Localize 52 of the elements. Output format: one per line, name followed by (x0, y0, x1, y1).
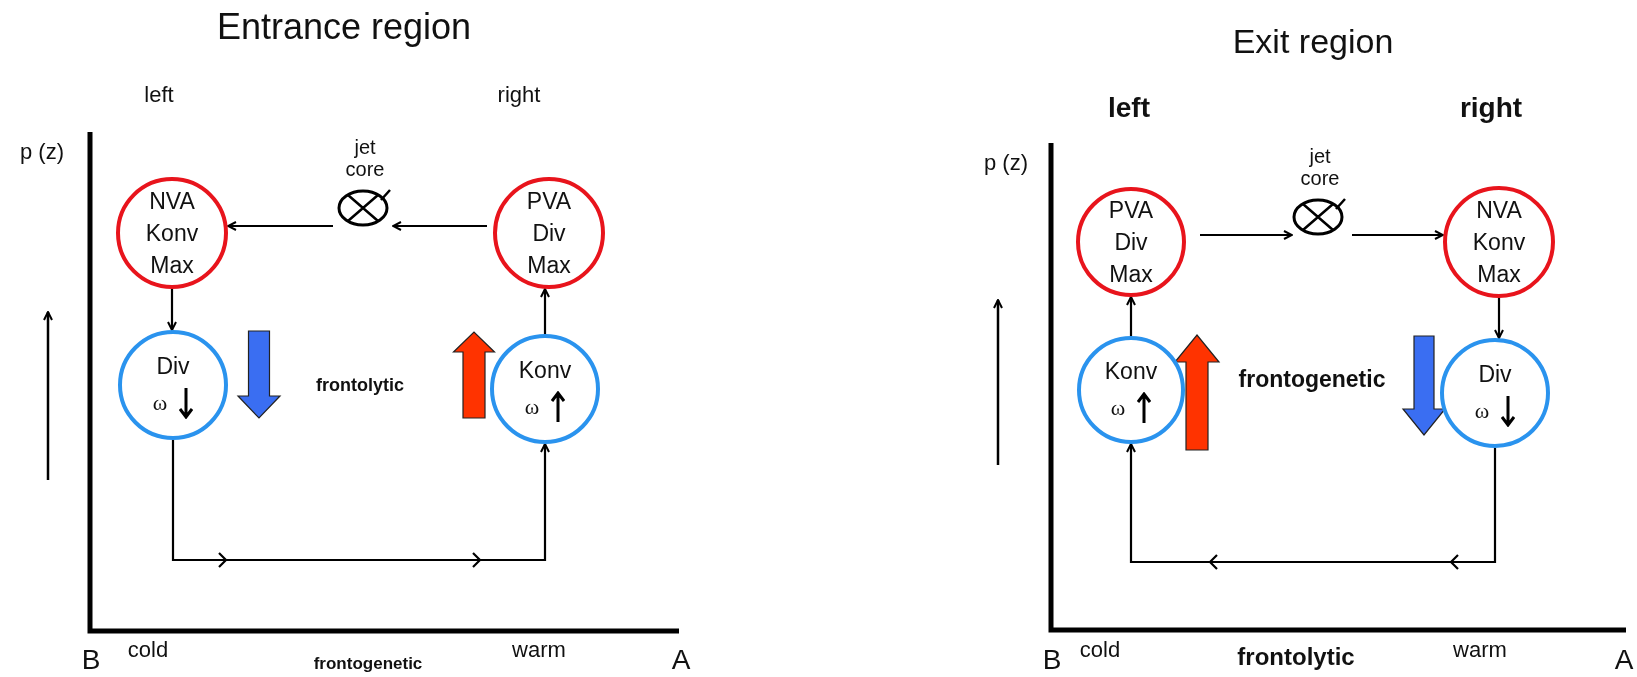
node-label: jet core (1299, 145, 1341, 189)
upper-level-circle (116, 177, 228, 289)
lower-level-circle (1440, 338, 1550, 448)
omega-symbol: ω (524, 394, 540, 420)
panel-title: Entrance region (216, 7, 472, 47)
arrow (1352, 230, 1444, 240)
axis-label: frontogenetic (1238, 367, 1386, 393)
node-label: Div (155, 352, 191, 381)
upper-level-circle (1443, 186, 1555, 298)
axis-label: warm (1453, 637, 1507, 663)
node-label: Konv (1103, 357, 1159, 386)
arrow (1126, 442, 1497, 571)
arrow (1126, 296, 1136, 336)
axis-label: right (497, 82, 541, 108)
upper-level-circle (493, 177, 605, 289)
node-label: Konv (517, 356, 573, 385)
axis-label: B (1042, 644, 1062, 676)
axis-label: cold (1079, 637, 1121, 663)
node-label: NVA Konv Max (144, 187, 200, 280)
omega-symbol: ω (1110, 395, 1126, 421)
arrow (227, 221, 333, 231)
node-label: Div (1477, 360, 1513, 389)
arrow (167, 289, 177, 331)
axis-label: frontogenetic (313, 654, 423, 674)
arrow (171, 438, 550, 569)
axis-label: left (1108, 92, 1150, 124)
axis-label: p (z) (984, 150, 1028, 176)
node-label: PVA Div Max (525, 187, 573, 280)
node-label: PVA Div Max (1107, 196, 1155, 289)
axis-label: B (81, 644, 101, 676)
lower-level-circle (490, 334, 600, 444)
axis-label: p (z) (20, 139, 64, 165)
arrow (1200, 230, 1293, 240)
upper-level-circle (1076, 187, 1186, 297)
arrow (540, 288, 550, 334)
axis-label: frontolytic (316, 376, 404, 396)
lower-level-circle (1077, 336, 1185, 444)
arrow (1494, 298, 1504, 339)
axis-label: A (1614, 644, 1634, 676)
node-label: NVA Konv Max (1471, 196, 1527, 289)
node-label: jet core (344, 136, 386, 180)
axis-label: cold (127, 637, 169, 663)
omega-symbol: ω (1474, 398, 1490, 424)
axis-label: left (144, 82, 174, 108)
omega-symbol: ω (152, 390, 168, 416)
panel-title: Exit region (1232, 23, 1394, 61)
axis-label: warm (512, 637, 566, 663)
axis-label: A (671, 644, 691, 676)
lower-level-circle (118, 330, 228, 440)
axis-label: right (1459, 92, 1523, 124)
arrow (392, 221, 487, 231)
axis-label: frontolytic (1237, 643, 1355, 671)
